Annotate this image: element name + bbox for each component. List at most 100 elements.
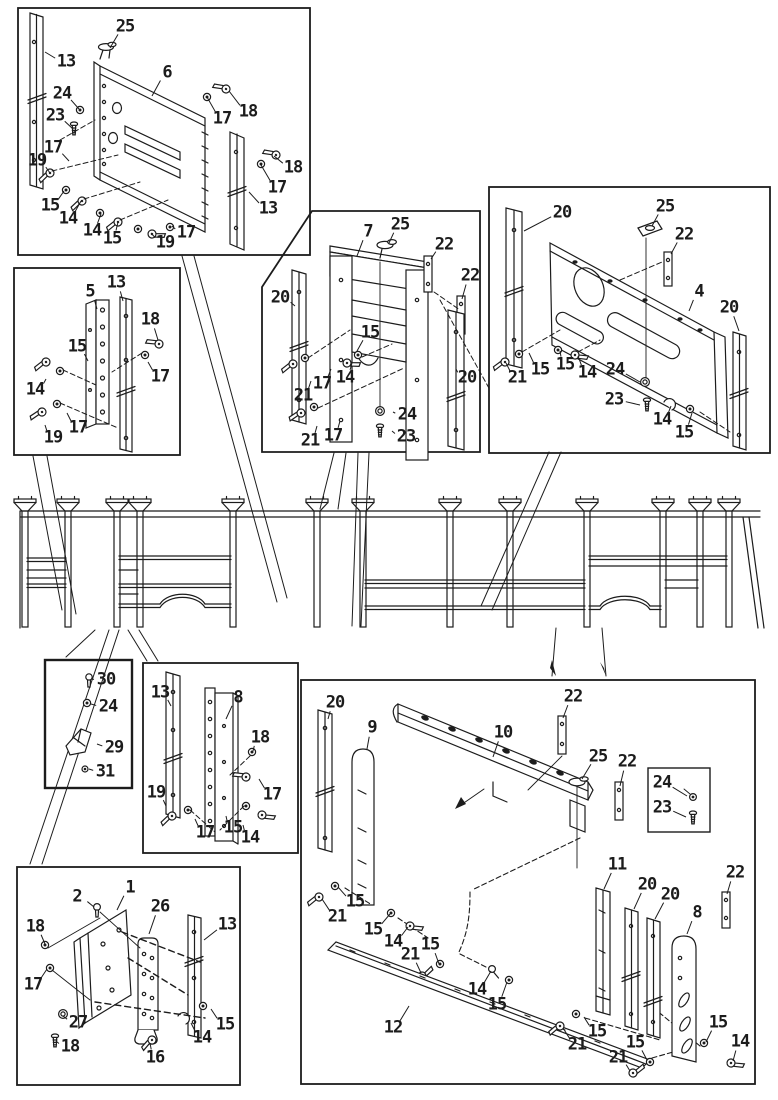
frame-hardware (43, 658, 134, 790)
callout-17: 17 (43, 137, 64, 158)
callout-18: 18 (250, 727, 271, 748)
callout-18: 18 (60, 1036, 81, 1057)
callout-21: 21 (400, 944, 421, 965)
callout-24: 24 (98, 696, 119, 717)
callout-30: 30 (96, 669, 117, 690)
part-clamp-25 (376, 239, 398, 259)
callout-17: 17 (176, 222, 197, 243)
callout-14: 14 (240, 827, 261, 848)
chassis-rails-bay4 (588, 555, 728, 589)
part-strip-20-c (621, 907, 641, 1031)
callout-10: 10 (493, 722, 514, 743)
callout-18: 18 (140, 309, 161, 330)
callout-13: 13 (56, 51, 77, 72)
callout-20: 20 (270, 287, 291, 308)
part-strip-20-left (289, 269, 309, 425)
assembly-axes (59, 352, 143, 429)
callout-13: 13 (217, 914, 238, 935)
callout-25: 25 (655, 196, 676, 217)
chassis-top-rail (19, 510, 761, 629)
fasteners-panel-4 (491, 345, 695, 414)
part-channel-8 (204, 687, 239, 845)
callout-23: 23 (396, 426, 417, 447)
frame-panel-4 (488, 186, 771, 454)
callout-24: 24 (397, 404, 418, 425)
callout-15: 15 (530, 359, 551, 380)
callout-17: 17 (312, 373, 333, 394)
part-strip-20-d (643, 917, 663, 1039)
callout-15: 15 (708, 1012, 729, 1033)
callout-13: 13 (106, 272, 127, 293)
part-strip-22-a (557, 715, 567, 755)
part-strip-22-b (614, 781, 624, 821)
frame-panel-6 (17, 7, 311, 256)
part-detail-panel-6 (27, 12, 283, 251)
part-frame-7 (329, 245, 429, 461)
frame-bracket-1-26 (16, 866, 241, 1086)
callout-15: 15 (102, 228, 123, 249)
chassis-rails-bay2 (118, 555, 232, 609)
callout-25: 25 (115, 16, 136, 37)
callout-15: 15 (67, 336, 88, 357)
detail-frames (13, 7, 771, 1086)
chassis-rails-bay1 (26, 557, 67, 589)
leader-arrow-rail-10 (455, 788, 485, 809)
part-nut-31 (81, 765, 89, 773)
callout-17: 17 (150, 366, 171, 387)
callout-22: 22 (617, 751, 638, 772)
part-nut-24-inner (683, 788, 697, 801)
callout-22: 22 (434, 234, 455, 255)
callout-26: 26 (150, 896, 171, 917)
assembly-dashes (94, 931, 206, 1019)
callout-12: 12 (383, 1017, 404, 1038)
callout-19: 19 (27, 150, 48, 171)
callout-14: 14 (467, 979, 488, 1000)
callout-6: 6 (162, 62, 172, 83)
callout-21: 21 (608, 1047, 629, 1068)
callout-22: 22 (563, 686, 584, 707)
frame-inner-23-24 (647, 767, 711, 833)
chassis-rails-arch-bay (588, 605, 662, 611)
chassis-arch-right (599, 595, 651, 611)
chassis-end-brace (742, 516, 765, 629)
callout-15: 15 (587, 1021, 608, 1042)
callout-21: 21 (300, 430, 321, 451)
assembly-axes (51, 119, 169, 221)
callout-14: 14 (652, 409, 673, 430)
callout-23: 23 (652, 797, 673, 818)
callout-24: 24 (605, 359, 626, 380)
part-detail-brackets-13-8 (158, 671, 276, 845)
part-strip-11 (595, 887, 611, 1016)
part-clamp-25 (568, 776, 589, 787)
callout-21: 21 (567, 1034, 588, 1055)
callout-19: 19 (155, 232, 176, 253)
callout-17: 17 (267, 177, 288, 198)
callout-24: 24 (652, 772, 673, 793)
part-strip-20-right (729, 331, 749, 451)
part-strip-20-a (315, 709, 335, 853)
callout-11: 11 (607, 854, 628, 875)
callout-15: 15 (674, 422, 695, 443)
callout-15: 15 (223, 817, 244, 838)
callout-23: 23 (45, 105, 66, 126)
part-strip-13-left (27, 12, 47, 190)
callout-14: 14 (383, 931, 404, 952)
callout-9: 9 (367, 717, 377, 738)
frame-frame-7 (261, 210, 481, 453)
callout-20: 20 (719, 297, 740, 318)
part-clamp-25 (637, 220, 663, 237)
assembly-dashes (307, 291, 491, 409)
callout-8: 8 (692, 902, 702, 923)
part-detail-floor-assembly (305, 703, 745, 1079)
callout-25: 25 (588, 746, 609, 767)
callout-14: 14 (730, 1031, 751, 1052)
part-rail-10 (392, 703, 594, 803)
callout-17: 17 (195, 822, 216, 843)
callout-13: 13 (150, 682, 171, 703)
callout-15: 15 (625, 1032, 646, 1053)
part-step-plate (569, 799, 586, 833)
callout-21: 21 (507, 367, 528, 388)
callout-14: 14 (192, 1027, 213, 1048)
